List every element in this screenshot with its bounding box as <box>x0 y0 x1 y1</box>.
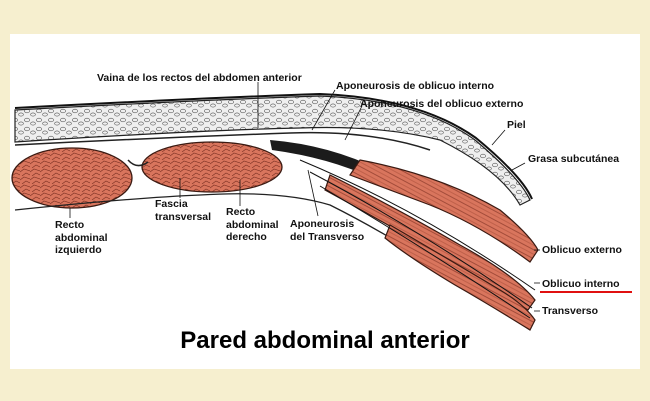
label-piel: Piel <box>507 119 526 131</box>
fascia-lines <box>299 159 536 319</box>
label-transverso: Transverso <box>542 305 599 317</box>
subcutaneous-fat <box>14 95 531 206</box>
label-recto-derecho: Recto abdominal derecho <box>226 206 279 243</box>
label-aponeurosis-transverso: Aponeurosis del Transverso <box>290 218 365 243</box>
label-aponeurosis-oblicuo-externo: Aponeurosis del oblicuo externo <box>360 98 524 110</box>
label-oblicuo-interno: Oblicuo interno <box>542 278 620 290</box>
oblicuo-externo-muscle <box>349 159 539 263</box>
recto-abdominal-izquierdo-muscle <box>11 147 133 209</box>
figure-title: Pared abdominal anterior <box>180 327 470 354</box>
linea-alba <box>127 159 149 167</box>
aponeurosis-band <box>270 140 380 178</box>
label-recto-izquierdo: Recto abdominal izquierdo <box>55 219 108 256</box>
label-fascia-transversal: Fascia transversal <box>155 198 212 223</box>
recto-abdominal-derecho-muscle <box>141 141 283 193</box>
label-oblicuo-externo: Oblicuo externo <box>542 244 622 256</box>
label-grasa-subcutanea: Grasa subcutánea <box>528 153 620 165</box>
label-aponeurosis-oblicuo-interno: Aponeurosis de oblicuo interno <box>336 80 495 92</box>
transverso-muscle <box>384 224 536 331</box>
rectus-sheath-line <box>14 131 431 151</box>
label-vaina: Vaina de los rectos del abdomen anterior <box>97 72 302 84</box>
figure-panel <box>10 34 640 369</box>
skin-line <box>14 92 533 200</box>
leader-lines <box>69 82 540 312</box>
